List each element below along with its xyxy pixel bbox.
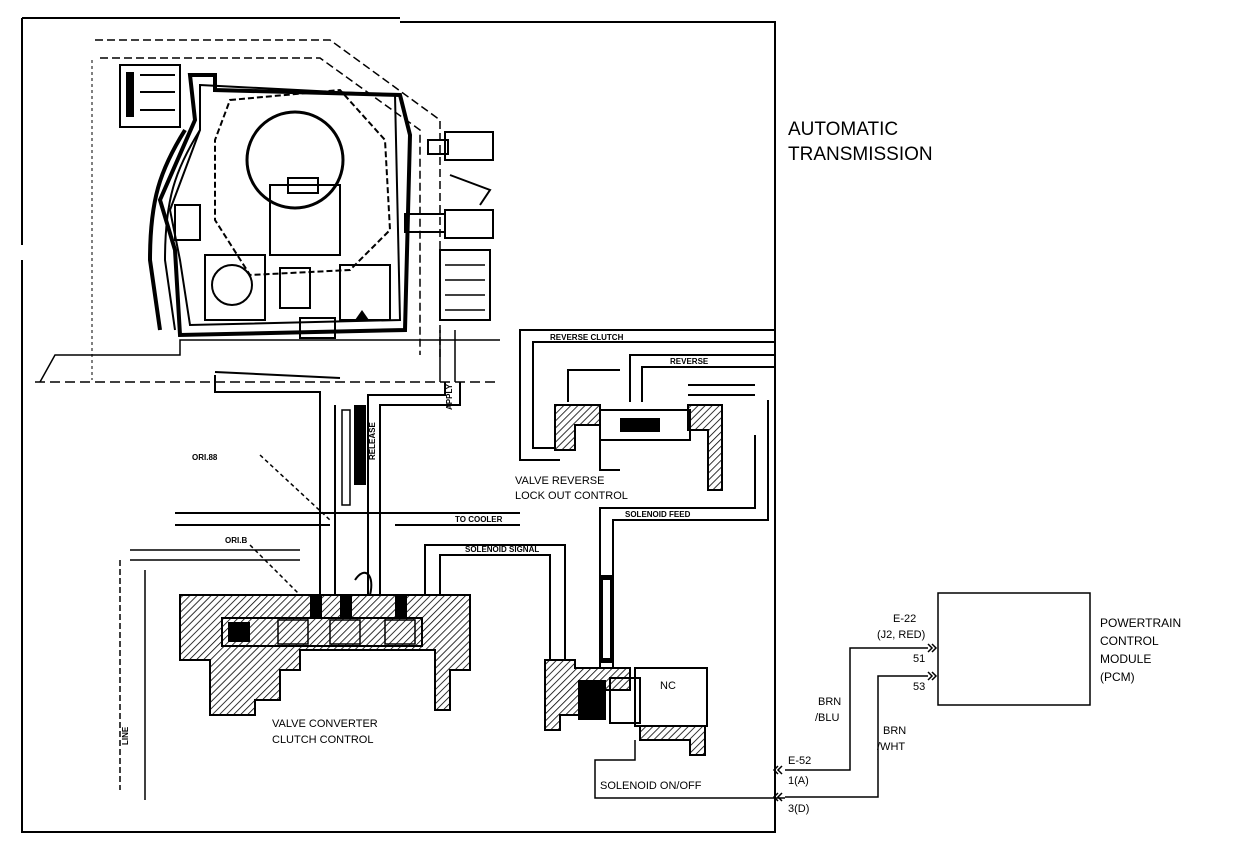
reverse-label: REVERSE	[670, 357, 709, 366]
pcm-connector: E-22	[893, 613, 916, 625]
pcm-connector-detail: (J2, RED)	[877, 629, 925, 641]
wiring-harness	[772, 643, 938, 802]
wire2-color-a: BRN	[883, 725, 906, 737]
wire1-color-a: BRN	[818, 696, 841, 708]
pcm-pin-b: 53	[913, 681, 925, 693]
solenoid-state: NC	[660, 680, 676, 692]
pcm-pin-a: 51	[913, 653, 925, 665]
apply-label: APPLY	[445, 383, 454, 410]
transmission-housing-section	[35, 39, 500, 383]
pcm-box	[937, 592, 1091, 706]
wire1-color-b: /BLU	[815, 712, 840, 724]
to-cooler-label: TO COOLER	[455, 515, 503, 524]
release-label: RELEASE	[368, 422, 377, 460]
solenoid-pin-b: 3(D)	[788, 803, 809, 815]
wire2-color-b: /WHT	[877, 741, 905, 753]
hydraulic-passages	[119, 371, 769, 800]
pcm-label-line2: CONTROL	[1100, 634, 1159, 648]
orifice-b-label: ORI.B	[225, 536, 247, 545]
reverse-valve-label-line1: VALVE REVERSE	[515, 475, 604, 487]
solenoid-feed-label: SOLENOID FEED	[625, 510, 691, 519]
pcm-label-line4: (PCM)	[1100, 670, 1135, 684]
solenoid-connector: E-52	[788, 755, 811, 767]
converter-valve-label-line2: CLUTCH CONTROL	[272, 734, 373, 746]
title-line2: TRANSMISSION	[788, 144, 933, 165]
solenoid-label: SOLENOID ON/OFF	[600, 780, 702, 792]
solenoid-pin-a: 1(A)	[788, 775, 809, 787]
reverse-lockout-valve	[519, 329, 775, 491]
converter-clutch-valve	[179, 571, 471, 716]
title-line1: AUTOMATIC	[788, 119, 898, 140]
converter-valve-label-line1: VALVE CONVERTER	[272, 718, 378, 730]
pcm-label-line1: POWERTRAIN	[1100, 616, 1181, 630]
reverse-clutch-label: REVERSE CLUTCH	[550, 333, 624, 342]
solenoid-valve-assembly	[544, 659, 785, 799]
solenoid-signal-label: SOLENOID SIGNAL	[465, 545, 539, 554]
line-label: LINE	[121, 726, 130, 745]
reverse-valve-label-line2: LOCK OUT CONTROL	[515, 490, 628, 502]
pcm-label-line3: MODULE	[1100, 652, 1151, 666]
transmission-frame	[21, 17, 776, 833]
orifice-88-label: ORI.88	[192, 453, 218, 462]
